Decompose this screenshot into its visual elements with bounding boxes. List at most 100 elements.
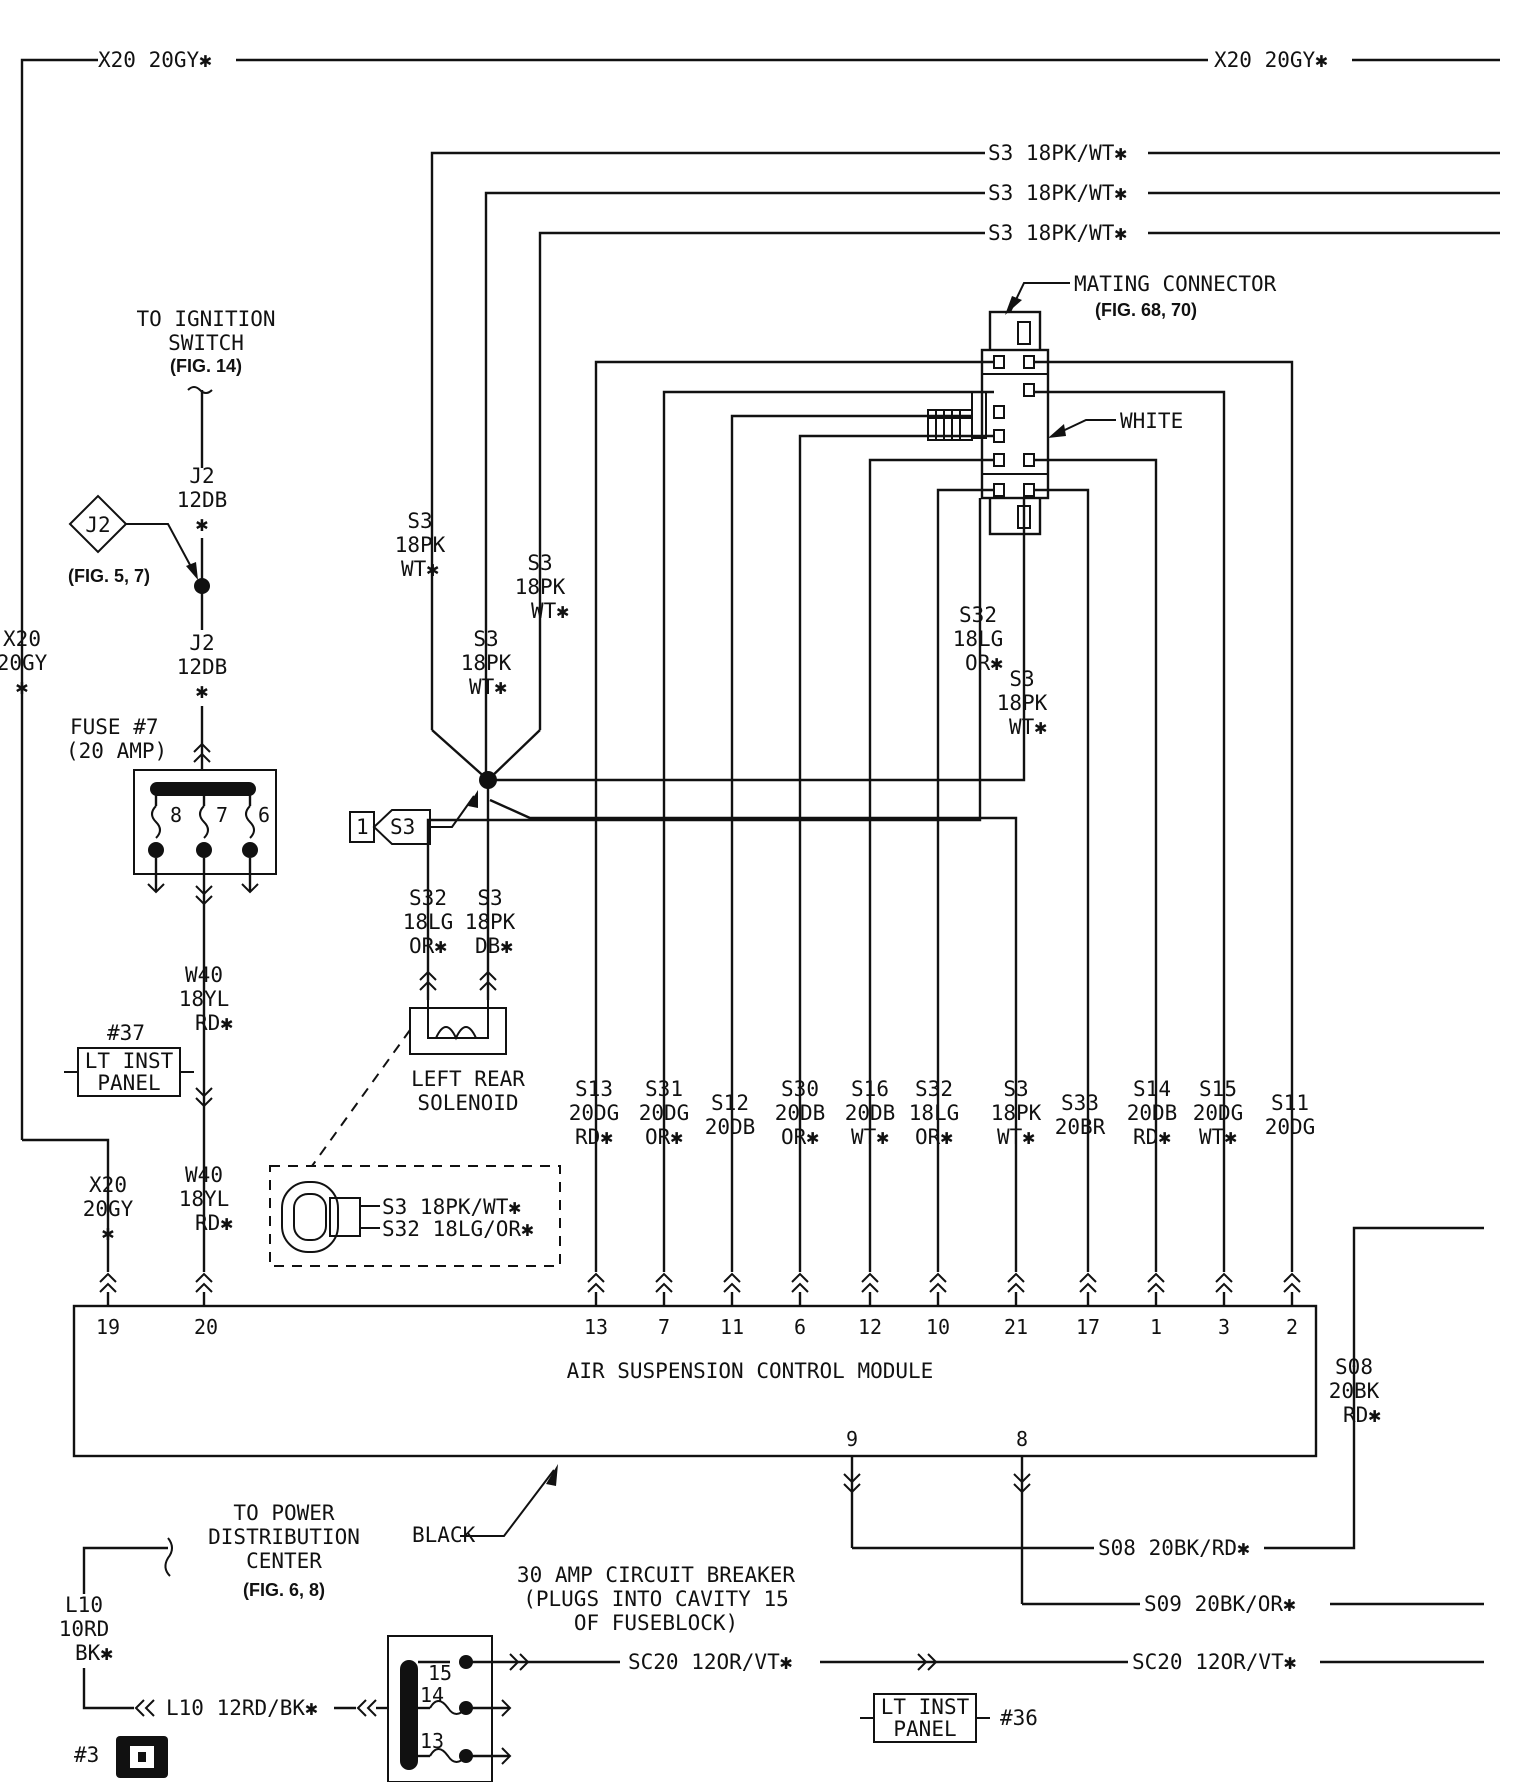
lt-inst-panel-37: #37 LT INST PANEL — [64, 1021, 194, 1097]
j2-badge-text: J2 — [85, 513, 110, 537]
fuse-pin-6: 6 — [258, 803, 270, 827]
pin-connector-icon — [1079, 1282, 1097, 1293]
module-wire-label: S30 — [781, 1077, 819, 1101]
x20-top-left-label: X20 20GY✱ — [98, 48, 212, 72]
s3-right2-l1: S3 — [1009, 667, 1034, 691]
w40-upper-l1: W40 — [185, 963, 223, 987]
pin-connector-icon — [723, 1282, 741, 1293]
j2-top-l1: J2 — [189, 464, 214, 488]
s3-conn-l2: 18PK — [465, 910, 516, 934]
mating-connector: MATING CONNECTOR (FIG. 68, 70) WHITE — [927, 272, 1277, 536]
j2-fig: (FIG. 5, 7) — [68, 566, 150, 586]
module-wire-label: OR✱ — [781, 1125, 819, 1149]
sc20-left-label: SC20 12OR/VT✱ — [628, 1650, 793, 1674]
fuse-title: FUSE #7 — [70, 715, 159, 739]
module-pin-number: 3 — [1218, 1315, 1230, 1339]
module-pin-number: 7 — [658, 1315, 670, 1339]
pin-connector-icon — [587, 1282, 605, 1293]
module-wire-label: S14 — [1133, 1077, 1171, 1101]
x20-vert-l1: X20 — [3, 627, 41, 651]
w40-lower-l3: RD✱ — [195, 1211, 233, 1235]
l10-vert-l2: 10RD — [59, 1617, 110, 1641]
module-wire-label: WT✱ — [1199, 1125, 1237, 1149]
detail-s3-label: S3 18PK/WT✱ — [382, 1195, 521, 1219]
l10-h-label: L10 12RD/BK✱ — [166, 1696, 318, 1720]
module-wire-label: S31 — [645, 1077, 683, 1101]
w40-lower-l1: W40 — [185, 1163, 223, 1187]
s3-wire-a-label: S3 18PK/WT✱ — [988, 141, 1127, 165]
s3-left-l2: 18PK — [395, 533, 446, 557]
s3-splice-point — [479, 771, 497, 789]
panel37-line1: LT INST — [85, 1049, 174, 1073]
module-wire-label: WT✱ — [851, 1125, 889, 1149]
module-pin-number: 12 — [858, 1315, 882, 1339]
pdc-fig: (FIG. 6, 8) — [243, 1580, 325, 1600]
panel36-number: #36 — [1000, 1706, 1038, 1730]
module-wire-label: S12 — [711, 1091, 749, 1115]
left-rear-solenoid: LEFT REAR SOLENOID — [311, 890, 525, 1167]
breaker-pin-13: 13 — [420, 1729, 444, 1753]
pin-connector-icon — [1147, 1272, 1165, 1283]
to-ignition-label: TO IGNITION — [136, 307, 275, 331]
s32-right-l1: S32 — [959, 603, 997, 627]
pin-connector-icon — [861, 1272, 879, 1283]
pin-connector-icon — [655, 1272, 673, 1283]
l10-vert-l3: BK✱ — [75, 1641, 113, 1665]
module-wire-label: 20BR — [1055, 1115, 1106, 1139]
pdc-l3: CENTER — [246, 1549, 322, 1573]
module-wire-label: 20DG — [1265, 1115, 1316, 1139]
ground-wires: S08 20BK/RD✱ S08 20BK RD✱ S09 20BK/OR✱ — [843, 1226, 1484, 1616]
left-pin-connectors — [99, 1272, 213, 1306]
solenoid-label-1: LEFT REAR — [411, 1067, 525, 1091]
module-pin-number: 21 — [1004, 1315, 1028, 1339]
fuse-7: FUSE #7 (20 AMP) 8 7 6 W40 18YL RD✱ W40 … — [66, 715, 277, 1272]
j2-bottom-l1: J2 — [189, 631, 214, 655]
pin-connector-icon — [1147, 1282, 1165, 1293]
s3-badge-number: 1 — [356, 815, 369, 839]
module-pin-8: 8 — [1016, 1427, 1028, 1451]
pin-connector-icon — [655, 1282, 673, 1293]
x20-bottom-l1: X20 — [89, 1173, 127, 1197]
module-wire-label: S33 — [1061, 1091, 1099, 1115]
module-wire-label: OR✱ — [645, 1125, 683, 1149]
s3-wire-b-label: S3 18PK/WT✱ — [988, 181, 1127, 205]
s3-left-l3: WT✱ — [401, 557, 439, 581]
pin-connector-icon — [929, 1272, 947, 1283]
module-pin-group: S1320DGRD✱13S3120DGOR✱7S1220DB11S3020DBO… — [569, 1077, 1316, 1339]
pin-connector-icon — [1215, 1272, 1233, 1283]
module-input-wires — [426, 360, 1294, 1272]
w40-upper-l2: 18YL — [179, 987, 230, 1011]
panel36-line1: LT INST — [881, 1695, 970, 1719]
panel36-line2: PANEL — [893, 1717, 956, 1741]
module-wire-label: 18LG — [909, 1101, 960, 1125]
pin-connector-icon — [791, 1282, 809, 1293]
panel37-number: #37 — [107, 1021, 145, 1045]
l10-vert-l1: L10 — [65, 1593, 103, 1617]
x20-top-wire: X20 20GY✱ X20 20GY✱ — [20, 48, 1500, 1140]
fuse-rating: (20 AMP) — [66, 739, 167, 763]
module-wire-label: OR✱ — [915, 1125, 953, 1149]
x20-left-run: X20 20GY ✱ X20 20GY ✱ — [0, 627, 134, 1272]
ground-3-label: #3 — [74, 1743, 99, 1767]
module-wire-label: 20DB — [775, 1101, 826, 1125]
pdc-l1: TO POWER — [233, 1501, 335, 1525]
module-wire-label: S15 — [1199, 1077, 1237, 1101]
pin-connector-icon — [723, 1272, 741, 1283]
ground-icon — [116, 1736, 168, 1778]
j2-bottom-l3: ✱ — [196, 679, 209, 703]
w40-lower-l2: 18YL — [179, 1187, 230, 1211]
x20-vert-l3: ✱ — [16, 675, 29, 699]
module-pin-number: 11 — [720, 1315, 744, 1339]
s3-splice: S3 18PK WT✱ S3 18PK WT✱ S3 18PK WT✱ 1 S3… — [349, 509, 1048, 958]
breaker-l2: (PLUGS INTO CAVITY 15 — [523, 1587, 789, 1611]
sc20-wire: SC20 12OR/VT✱ SC20 12OR/VT✱ — [472, 1650, 1484, 1674]
pin-connector-icon — [1283, 1282, 1301, 1293]
s3-right-l3: WT✱ — [531, 599, 569, 623]
connector-detail: S3 18PK/WT✱ S32 18LG/OR✱ — [269, 1165, 561, 1267]
pin-connector-icon — [1215, 1282, 1233, 1293]
j2-top-l3: ✱ — [196, 512, 209, 536]
module-wire-label: S11 — [1271, 1091, 1309, 1115]
module-pin-number: 2 — [1286, 1315, 1298, 1339]
breaker-l3: OF FUSEBLOCK) — [574, 1611, 738, 1635]
ignition-feed: TO IGNITION SWITCH (FIG. 14) J2 12DB ✱ J… — [68, 307, 276, 770]
